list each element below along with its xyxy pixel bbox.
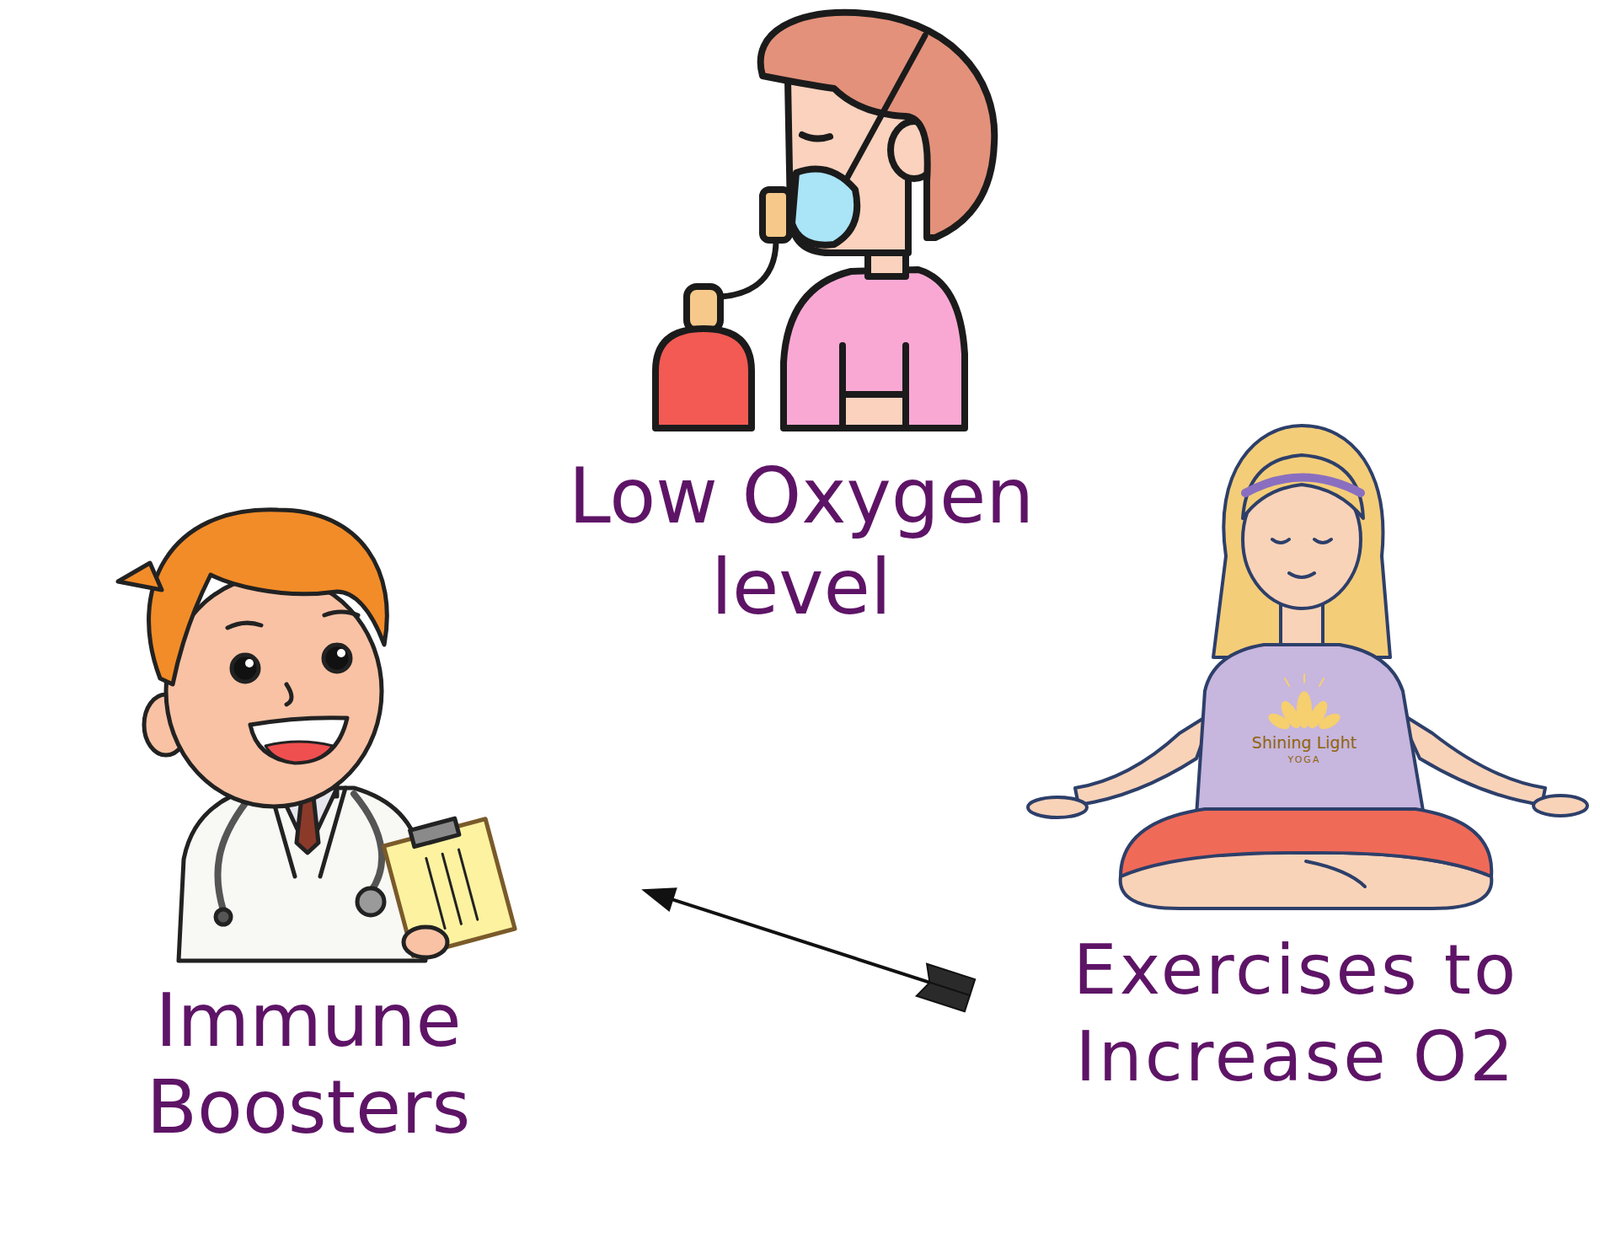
- circle-fill: [15, 645, 602, 1232]
- shirt-logo-text: YOGA: [1288, 754, 1322, 766]
- circle-fill: [1007, 650, 1584, 1227]
- arrow-head: [641, 887, 678, 912]
- node-label: Exercises to Increase O2: [1047, 926, 1545, 1100]
- circle-node: Low Oxygen level: [485, 96, 1118, 729]
- node-label: Low Oxygen level: [531, 450, 1071, 633]
- node-text-group: Exercises to Increase O2: [1047, 926, 1545, 1100]
- arrow-connector: [641, 887, 975, 1012]
- arrow-shaft: [665, 897, 970, 996]
- doctor-figure: [117, 509, 515, 961]
- circle-shape: [485, 96, 1118, 729]
- node-text-group: Low Oxygen level: [531, 450, 1071, 633]
- oxygen-patient: [655, 12, 995, 429]
- arrow-fletching: [916, 963, 975, 1012]
- yoga-figure: [1027, 425, 1588, 909]
- node-text-group: Immune Boosters: [110, 977, 507, 1151]
- circle-fill: [487, 99, 1115, 727]
- shirt-logo-text: Shining Light: [1252, 733, 1357, 752]
- node-label: Immune Boosters: [110, 977, 507, 1151]
- circle-node: Immune Boosters: [12, 642, 605, 1235]
